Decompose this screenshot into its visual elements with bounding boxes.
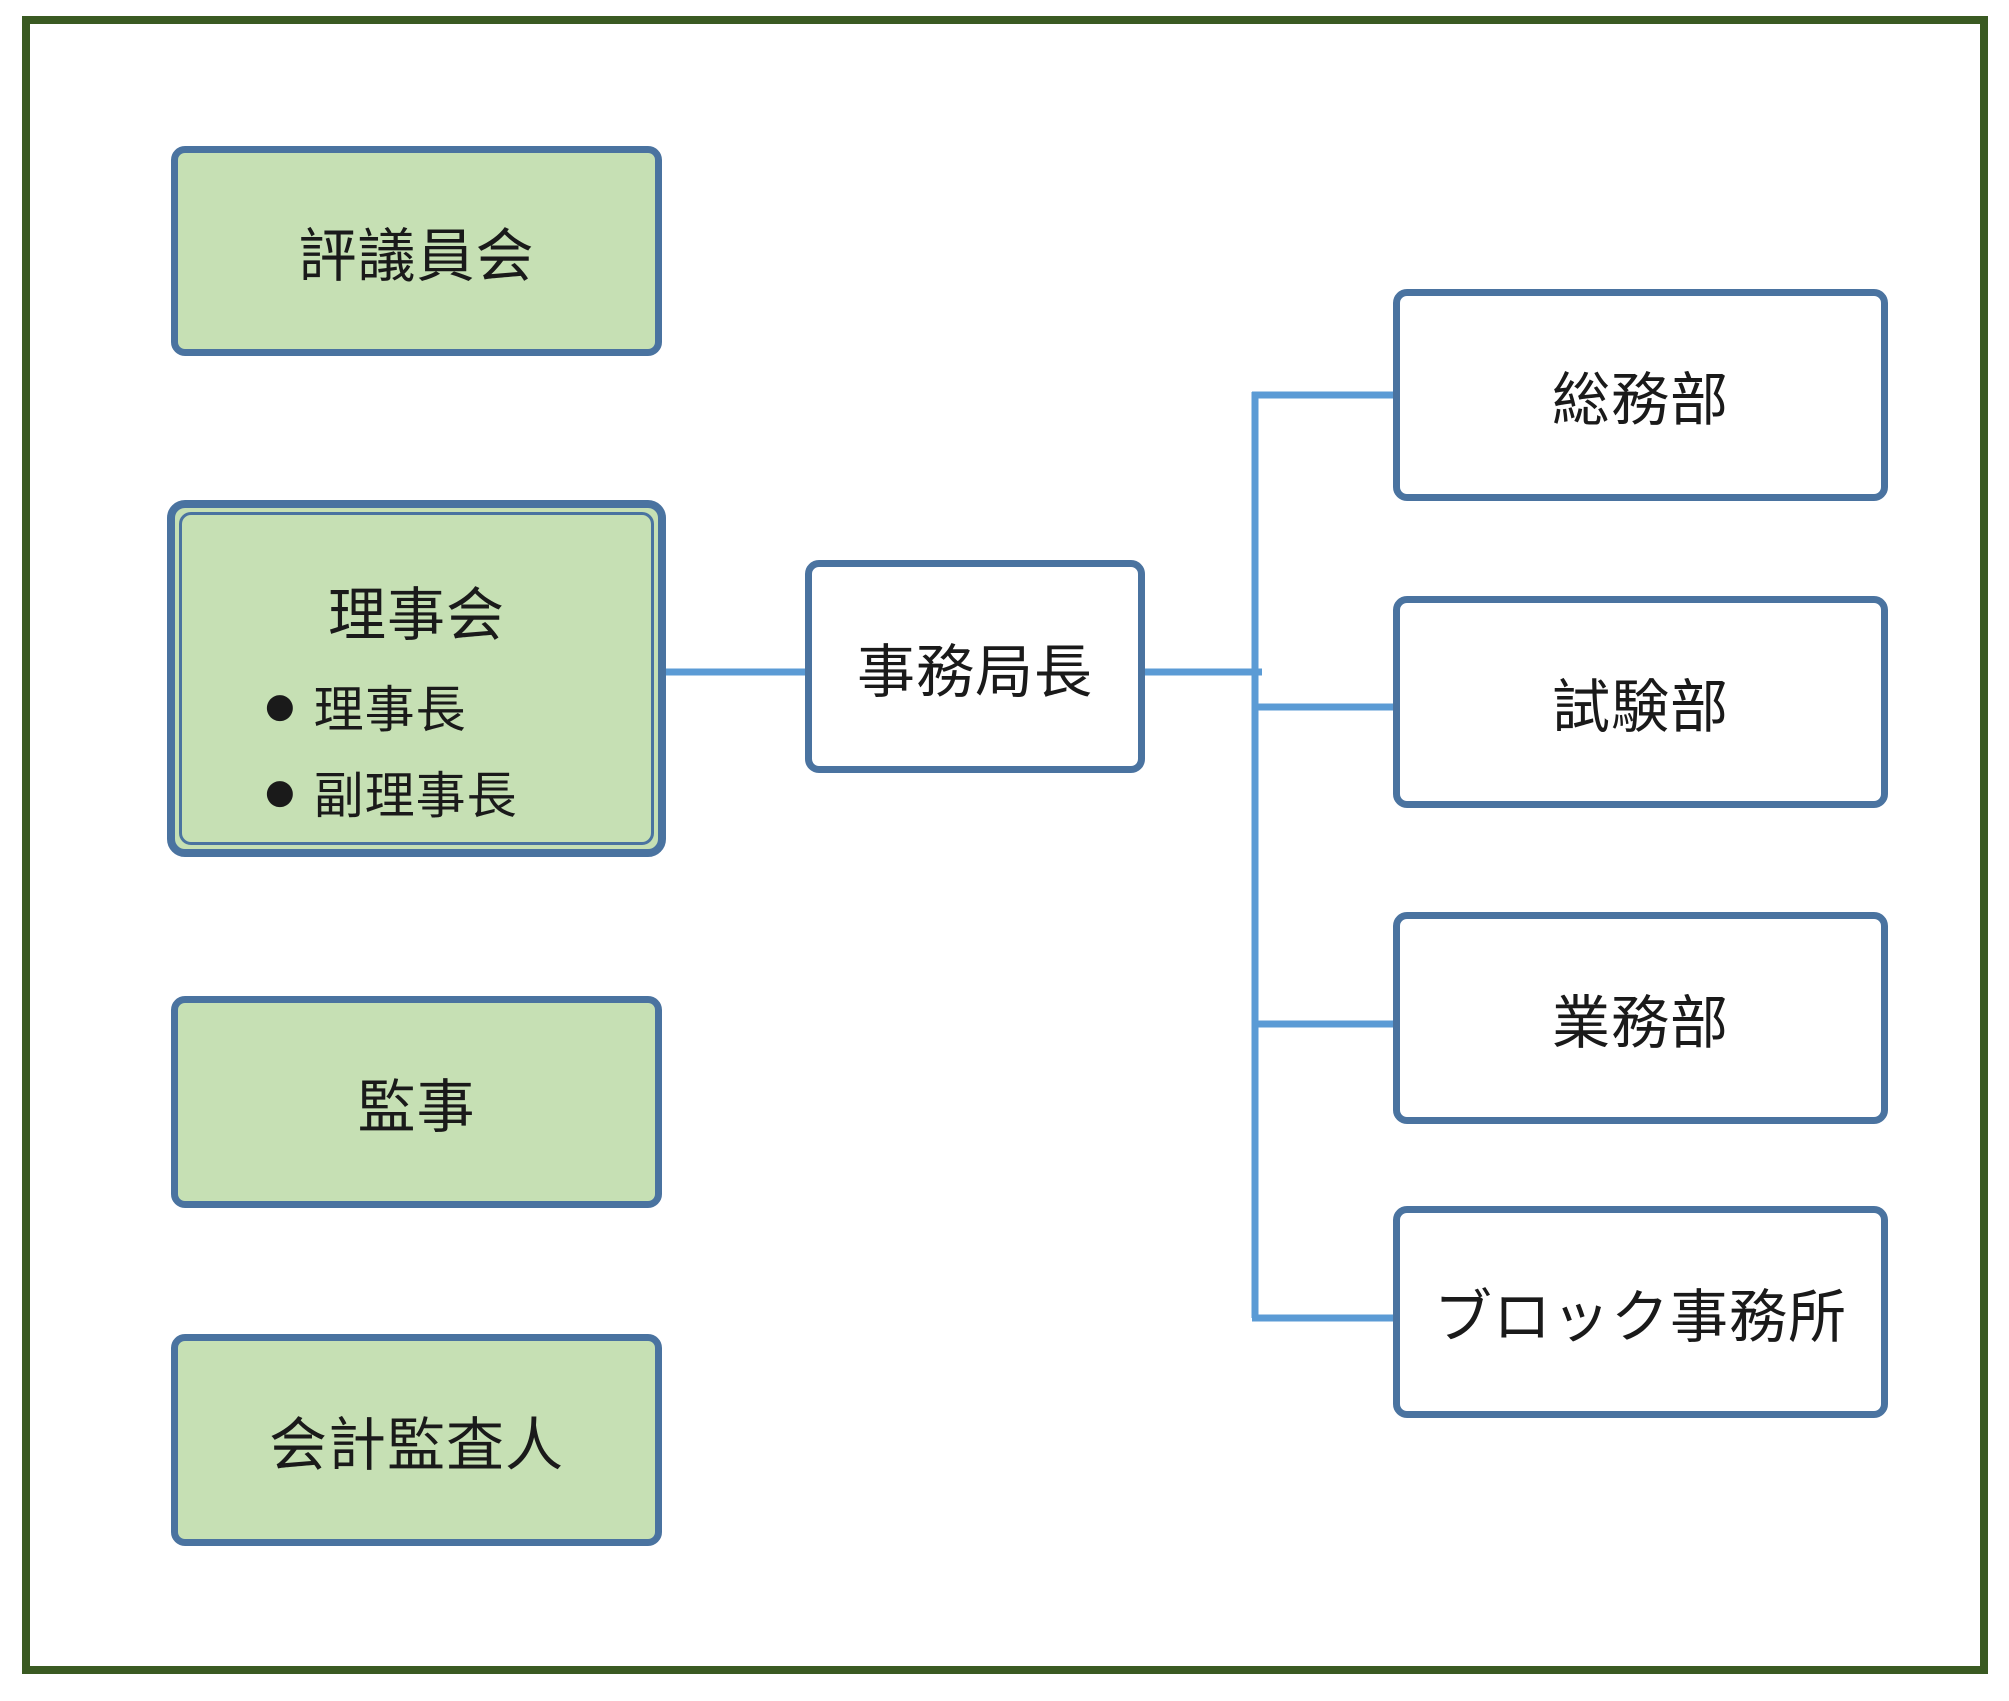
dept-block-office-box: ブロック事務所 (1393, 1206, 1888, 1418)
council-label: 評議員会 (298, 222, 535, 290)
dept-label: 試験部 (1551, 673, 1729, 741)
board-box-inner-border (179, 512, 654, 845)
board-box: 理事会 ● 理事長 ● 副理事長 (167, 500, 666, 857)
board-bullet-chairman: ● 理事長 (265, 670, 467, 742)
board-title: 理事会 (327, 581, 505, 649)
board-bullet-vice-chairman: ● 副理事長 (265, 756, 518, 828)
bullet-dot-icon: ● (265, 772, 296, 812)
auditor-box: 監事 (171, 996, 662, 1208)
bullet-dot-icon: ● (265, 686, 296, 726)
dept-examination-box: 試験部 (1393, 596, 1888, 808)
council-box: 評議員会 (171, 146, 662, 356)
dept-business-box: 業務部 (1393, 912, 1888, 1124)
accounting-auditor-label: 会計監査人 (268, 1411, 564, 1479)
secretary-general-box: 事務局長 (805, 560, 1145, 773)
dept-label: 業務部 (1551, 989, 1729, 1057)
dept-general-affairs-box: 総務部 (1393, 289, 1888, 501)
dept-label: 総務部 (1551, 366, 1729, 434)
board-bullet-label: 理事長 (313, 681, 467, 739)
auditor-label: 監事 (357, 1073, 476, 1141)
secretary-general-label: 事務局長 (856, 637, 1093, 706)
board-bullet-label: 副理事長 (313, 767, 518, 825)
dept-label: ブロック事務所 (1433, 1283, 1847, 1351)
accounting-auditor-box: 会計監査人 (171, 1334, 662, 1546)
